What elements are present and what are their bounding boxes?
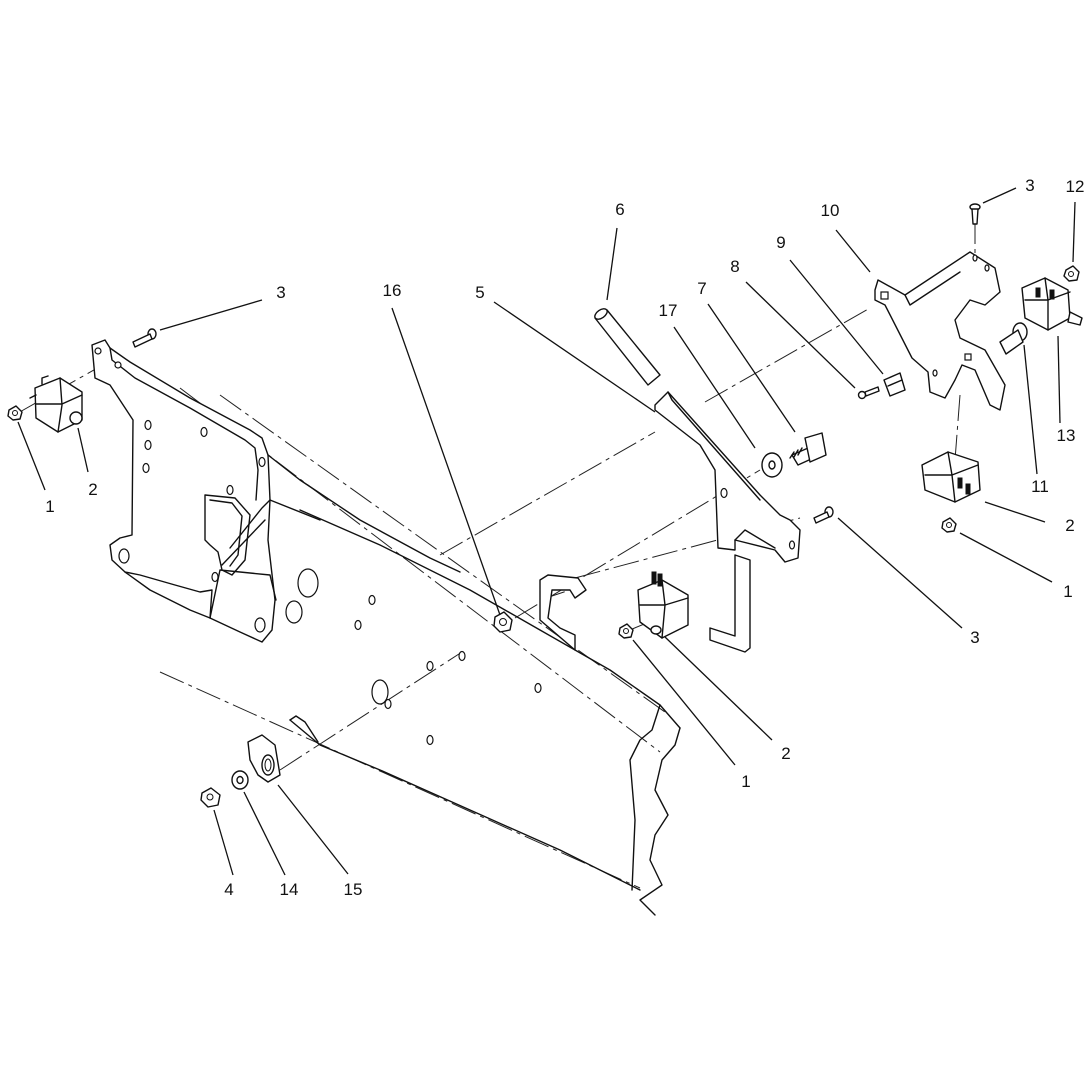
screw-3-lever (813, 506, 834, 524)
callout-1-left: 1 (45, 497, 54, 516)
switch-2-right (921, 451, 981, 503)
switch-2-left (29, 375, 83, 433)
lever (654, 391, 801, 653)
callout-2-center: 2 (781, 744, 790, 763)
nut-1-center (618, 623, 634, 639)
nut-12 (1063, 265, 1080, 282)
bolt-7 (789, 432, 827, 466)
callout-9: 9 (776, 233, 785, 252)
clamp-15 (247, 734, 281, 783)
callout-14: 14 (280, 880, 299, 899)
switch-2-center (637, 571, 689, 639)
nut-4 (200, 787, 221, 808)
callout-5: 5 (475, 283, 484, 302)
bolt-11 (999, 322, 1028, 355)
washer-14 (231, 770, 249, 790)
grip (594, 308, 661, 386)
callout-6: 6 (615, 200, 624, 219)
washer-17 (761, 452, 783, 478)
callout-3-top-right: 3 (1025, 176, 1034, 195)
switch-13 (1021, 277, 1083, 331)
screw-3-left (132, 328, 157, 348)
callout-15: 15 (344, 880, 363, 899)
callout-17: 17 (659, 301, 678, 320)
callout-4: 4 (224, 880, 233, 899)
callout-13: 13 (1057, 426, 1076, 445)
callout-1-right: 1 (1063, 582, 1072, 601)
nut-1-left (7, 405, 23, 421)
bracket-10 (874, 251, 1006, 411)
callout-1-center: 1 (741, 772, 750, 791)
callout-3-lever: 3 (970, 628, 979, 647)
switch-mount-bracket (539, 574, 587, 651)
frame-plate (91, 339, 681, 916)
callout-10: 10 (821, 201, 840, 220)
callout-7: 7 (697, 279, 706, 298)
callout-2-left: 2 (88, 480, 97, 499)
callout-11: 11 (1031, 477, 1049, 496)
nut-16 (493, 611, 513, 633)
callout-8: 8 (730, 257, 739, 276)
screw-3-top-right (969, 203, 981, 225)
callout-3-left: 3 (276, 283, 285, 302)
clip-9 (883, 372, 906, 397)
callout-2-right: 2 (1065, 516, 1074, 535)
callout-12: 12 (1066, 177, 1085, 196)
leader-lines (17, 187, 1076, 876)
screw-8 (857, 386, 880, 400)
nut-1-right (941, 517, 957, 533)
callout-labels: 1 2 3 16 5 6 17 7 8 9 10 3 12 13 11 2 1 … (45, 176, 1084, 899)
callout-16: 16 (383, 281, 402, 300)
